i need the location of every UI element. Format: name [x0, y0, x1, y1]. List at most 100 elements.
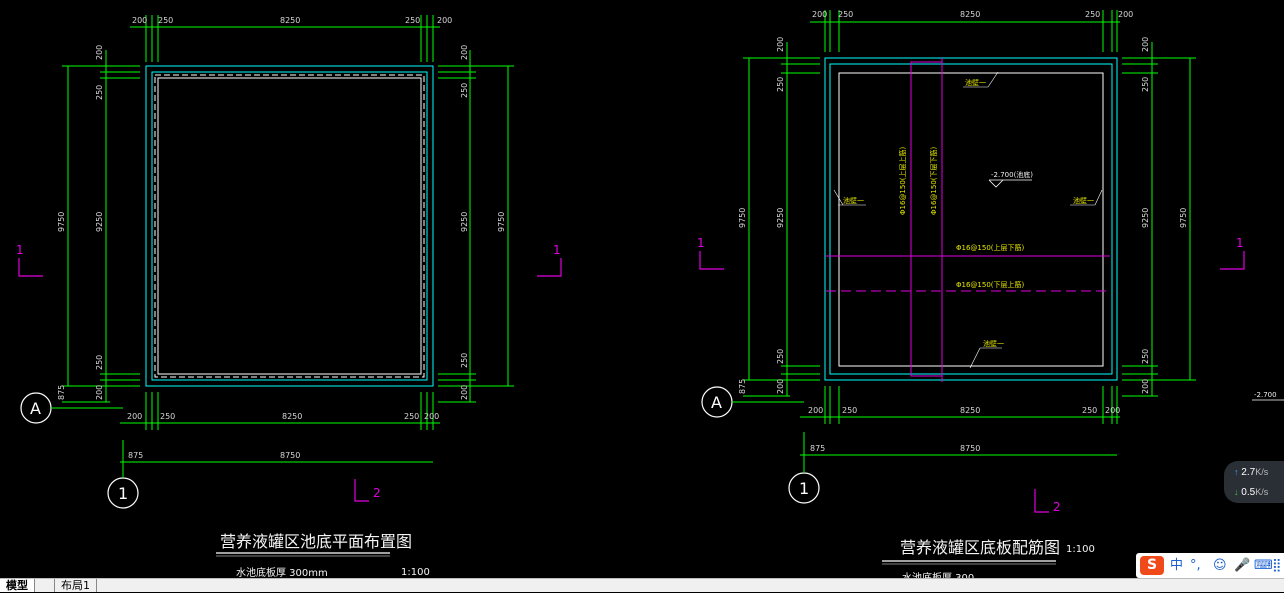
upload-arrow-icon: ↑ — [1234, 467, 1239, 477]
dim-bottom-8750: 8750 — [280, 451, 300, 460]
r-dim-right-9250: 9250 — [1141, 208, 1150, 228]
ime-grid-icon[interactable]: ⣿ — [1272, 558, 1282, 573]
dim-bottom-8250: 8250 — [282, 412, 302, 421]
network-speed-widget[interactable]: ↑ 2.7K/s ↓ 0.5K/s — [1224, 461, 1284, 503]
dim-right-200-a: 200 — [460, 45, 469, 60]
dim-left-9750: 9750 — [57, 212, 66, 232]
section-label-bottom: 2 — [373, 486, 381, 500]
note-bottom-label: 池壁一 — [983, 339, 1004, 348]
scale-left: 1:100 — [401, 567, 430, 578]
dim-bottom-250-a: 250 — [160, 412, 175, 421]
left-dashed-line — [154, 74, 425, 378]
dim-left-250-a: 250 — [95, 85, 104, 100]
tab-model[interactable]: 模型 — [0, 579, 35, 592]
r-dim-top-8250: 8250 — [960, 10, 980, 19]
dim-left-200-a: 200 — [95, 45, 104, 60]
r-dim-bottom-8250: 8250 — [960, 406, 980, 415]
r-dim-bottom-875: 875 — [810, 444, 825, 453]
r-dim-right-250-a: 250 — [1141, 77, 1150, 92]
dim-top-250-b: 250 — [405, 16, 420, 25]
section-marker-bottom — [354, 479, 369, 502]
dim-top-200-b: 200 — [437, 16, 452, 25]
upload-speed-value: 2.7 — [1241, 467, 1256, 478]
upload-speed: ↑ 2.7K/s — [1234, 465, 1268, 479]
right-wall-line-2 — [829, 63, 1113, 375]
r-dim-left-250-b: 250 — [776, 349, 785, 364]
r-dim-right-250-b: 250 — [1141, 349, 1150, 364]
section-label-right: 1 — [553, 243, 561, 257]
elevation-far-label: -2.700 — [1254, 391, 1277, 399]
dim-bottom-875: 875 — [128, 451, 143, 460]
dim-right-200-b: 200 — [460, 385, 469, 400]
r-section-label-left: 1 — [697, 236, 705, 250]
tab-layout1[interactable]: 布局1 — [54, 579, 97, 592]
rebar-label-h1: Φ16@150(上层下筋) — [956, 243, 1025, 252]
r-section-marker-right — [1220, 251, 1245, 270]
dim-top-8250: 8250 — [280, 16, 300, 25]
r-axis-label-1: 1 — [799, 479, 809, 498]
download-speed: ↓ 0.5K/s — [1234, 485, 1268, 499]
r-dim-bottom-200-b: 200 — [1105, 406, 1120, 415]
ime-keyboard-icon[interactable]: ⌨ — [1254, 558, 1273, 573]
right-outer-wall — [824, 57, 1118, 381]
left-inner-wall — [157, 77, 422, 375]
upload-speed-unit: K/s — [1255, 467, 1269, 477]
left-outer-wall — [145, 65, 434, 387]
subtitle-left: 水池底板厚 300mm — [236, 566, 328, 579]
r-axis-label-a: A — [711, 393, 722, 412]
download-speed-value: 0.5 — [1241, 487, 1256, 498]
layout-tab-bar: 模型 布局1 — [0, 578, 1284, 592]
section-label-left: 1 — [16, 243, 24, 257]
right-drawing: Φ16@150(上层上筋) Φ16@150(下层下筋) Φ16@150(上层下筋… — [697, 10, 1284, 584]
r-section-label-bottom: 2 — [1053, 500, 1061, 514]
dim-top-250-a: 250 — [158, 16, 173, 25]
r-dim-bottom-250-b: 250 — [1082, 406, 1097, 415]
r-dim-bottom-200-a: 200 — [808, 406, 823, 415]
elevation-triangle — [988, 179, 1004, 188]
dim-right-250-b: 250 — [460, 353, 469, 368]
title-right: 营养液罐区底板配筋图 — [900, 538, 1060, 557]
axis-label-a: A — [30, 399, 41, 418]
dim-bottom-250-b: 250 — [404, 412, 419, 421]
r-section-marker-left — [699, 251, 724, 270]
r-dim-left-250-a: 250 — [776, 77, 785, 92]
ime-emoji-icon[interactable]: ☺ — [1213, 558, 1227, 573]
download-arrow-icon: ↓ — [1234, 487, 1239, 497]
note-top-label: 池壁一 — [965, 78, 986, 87]
r-dim-left-200-b: 200 — [776, 379, 785, 394]
dim-left-875: 875 — [57, 385, 66, 400]
ime-mic-icon[interactable]: 🎤 — [1234, 558, 1251, 573]
r-dim-left-9750: 9750 — [738, 208, 747, 228]
rebar-vertical-band — [910, 61, 943, 377]
r-dim-top-200-b: 200 — [1118, 10, 1133, 19]
dim-bottom-200-b: 200 — [424, 412, 439, 421]
dim-left-200-b: 200 — [95, 385, 104, 400]
section-marker-right — [537, 258, 562, 277]
r-dim-right-200-a: 200 — [1141, 37, 1150, 52]
ime-toolbar[interactable]: S 中 °, ☺ 🎤 ⌨ ⣿ — [1136, 553, 1284, 578]
dim-left-9250: 9250 — [95, 212, 104, 232]
left-wall-line-2 — [151, 71, 428, 381]
rebar-label-v1: Φ16@150(上层上筋) — [898, 146, 907, 215]
download-speed-unit: K/s — [1255, 487, 1269, 497]
r-dim-bottom-8750: 8750 — [960, 444, 980, 453]
ime-lang-toggle[interactable]: 中 — [1170, 558, 1184, 573]
dim-right-9750: 9750 — [497, 212, 506, 232]
axis-label-1: 1 — [118, 484, 128, 503]
r-dim-right-9750: 9750 — [1179, 208, 1188, 228]
dim-right-9250: 9250 — [460, 212, 469, 232]
r-dim-left-200-a: 200 — [776, 37, 785, 52]
r-dim-top-250-b: 250 — [1085, 10, 1100, 19]
note-left-label: 池壁一 — [843, 196, 864, 205]
sogou-logo-icon[interactable]: S — [1140, 556, 1164, 575]
rebar-label-v2: Φ16@150(下层下筋) — [929, 146, 938, 215]
r-dim-left-875: 875 — [738, 379, 747, 394]
title-left: 营养液罐区池底平面布置图 — [220, 532, 412, 551]
r-dim-top-250-a: 250 — [838, 10, 853, 19]
r-dim-bottom-250-a: 250 — [842, 406, 857, 415]
ime-punct-toggle[interactable]: °, — [1190, 558, 1201, 573]
left-drawing: 200 250 8250 250 200 200 250 8250 250 20… — [16, 15, 562, 579]
section-marker-left — [18, 258, 43, 277]
scale-right: 1:100 — [1066, 544, 1095, 555]
